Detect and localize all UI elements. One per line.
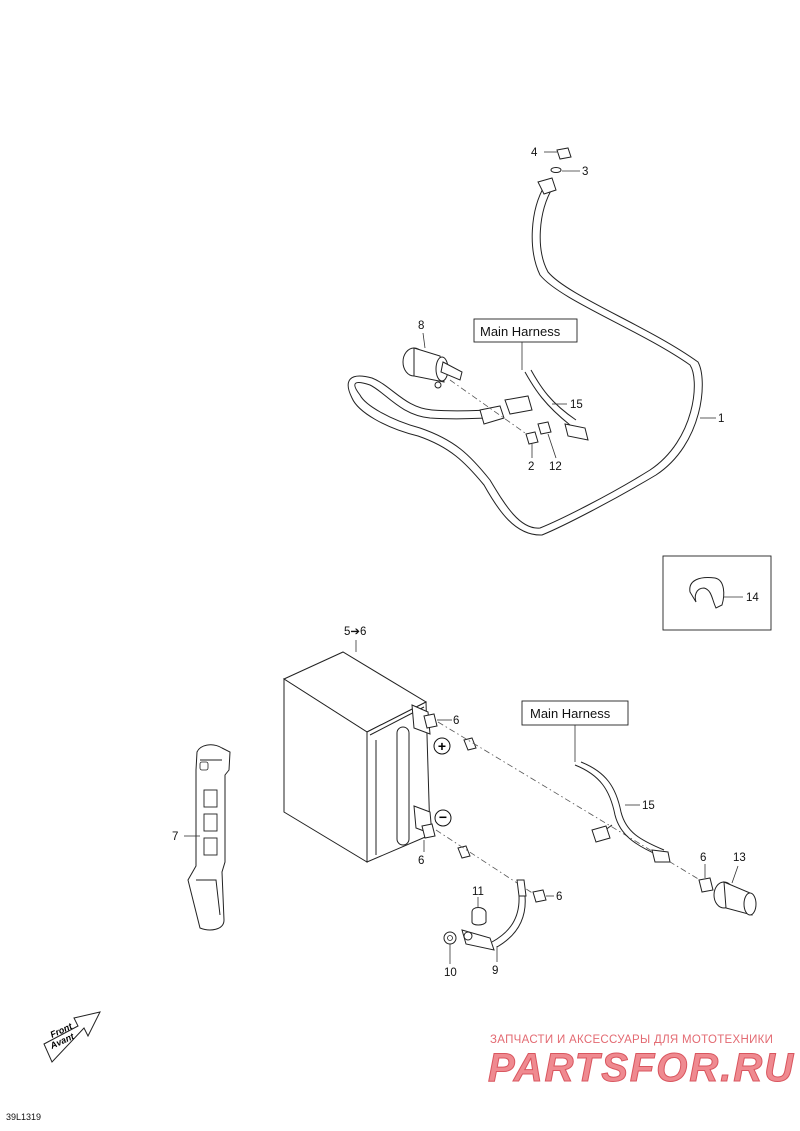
positive-terminal-symbol: + xyxy=(433,737,451,755)
part-12-nut xyxy=(537,421,557,459)
figure-reference: 39L1319 xyxy=(6,1112,42,1122)
negative-terminal-symbol: − xyxy=(434,809,452,827)
square-nut-positive xyxy=(463,737,477,751)
watermark-tagline: ЗАПЧАСТИ И АКСЕССУАРЫ ДЛЯ МОТОТЕХНИКИ xyxy=(490,1034,774,1046)
main-harness-box-top: Main Harness xyxy=(473,318,578,370)
part-6-nut-right xyxy=(698,864,714,893)
part-6-bolt-negative xyxy=(421,823,436,852)
callout-1: 1 xyxy=(718,413,724,425)
callout-5-6: 5➔6 xyxy=(344,626,366,638)
part-15-lead-top xyxy=(524,369,577,426)
square-nut-negative xyxy=(457,845,471,859)
part-9-ground-cable xyxy=(461,879,527,962)
part-7-battery-strap xyxy=(184,744,231,931)
callout-4: 4 xyxy=(531,147,538,159)
part-6-bolt-ground xyxy=(532,889,554,903)
main-harness-label-bottom: Main Harness xyxy=(530,706,611,721)
part-5-battery xyxy=(282,651,433,863)
callout-10: 10 xyxy=(444,967,457,979)
callout-15-top: 15 xyxy=(570,399,583,411)
part-3-washer xyxy=(550,167,580,173)
part-2-nut xyxy=(525,431,539,458)
callout-6-right: 6 xyxy=(700,852,706,864)
minus-sign: − xyxy=(439,809,447,825)
part-11-nut xyxy=(471,897,487,926)
callout-2: 2 xyxy=(528,461,534,473)
cable-1 xyxy=(347,177,716,536)
part-10-lock-washer xyxy=(443,931,457,964)
part-4-nut xyxy=(544,147,572,160)
part-15-lead-bottom xyxy=(574,761,671,863)
callout-9: 9 xyxy=(492,965,498,977)
callout-13: 13 xyxy=(733,852,746,864)
callout-11: 11 xyxy=(472,886,484,898)
plus-sign: + xyxy=(438,738,446,754)
callout-7: 7 xyxy=(172,831,178,843)
watermark-logo: PARTSFOR.RU xyxy=(487,1046,796,1091)
cable-1-terminal xyxy=(537,177,557,195)
callout-6-negative: 6 xyxy=(418,855,424,867)
part-14-inset: 14 xyxy=(662,555,772,631)
part-8-solenoid xyxy=(402,332,463,389)
main-harness-label-top: Main Harness xyxy=(480,324,561,339)
callout-6-ground: 6 xyxy=(556,891,562,903)
front-direction-arrow: Front Avant xyxy=(43,1011,101,1063)
callout-6-positive: 6 xyxy=(453,715,459,727)
main-harness-box-bottom: Main Harness xyxy=(521,700,629,762)
part-6-bolt-positive xyxy=(423,713,452,729)
callout-3: 3 xyxy=(582,166,588,178)
callout-14: 14 xyxy=(746,592,759,604)
callout-15-bottom: 15 xyxy=(642,800,655,812)
callout-8: 8 xyxy=(418,320,424,332)
callout-12: 12 xyxy=(549,461,562,473)
solenoid-terminals xyxy=(449,379,589,441)
part-13-terminal-cover xyxy=(713,865,757,916)
